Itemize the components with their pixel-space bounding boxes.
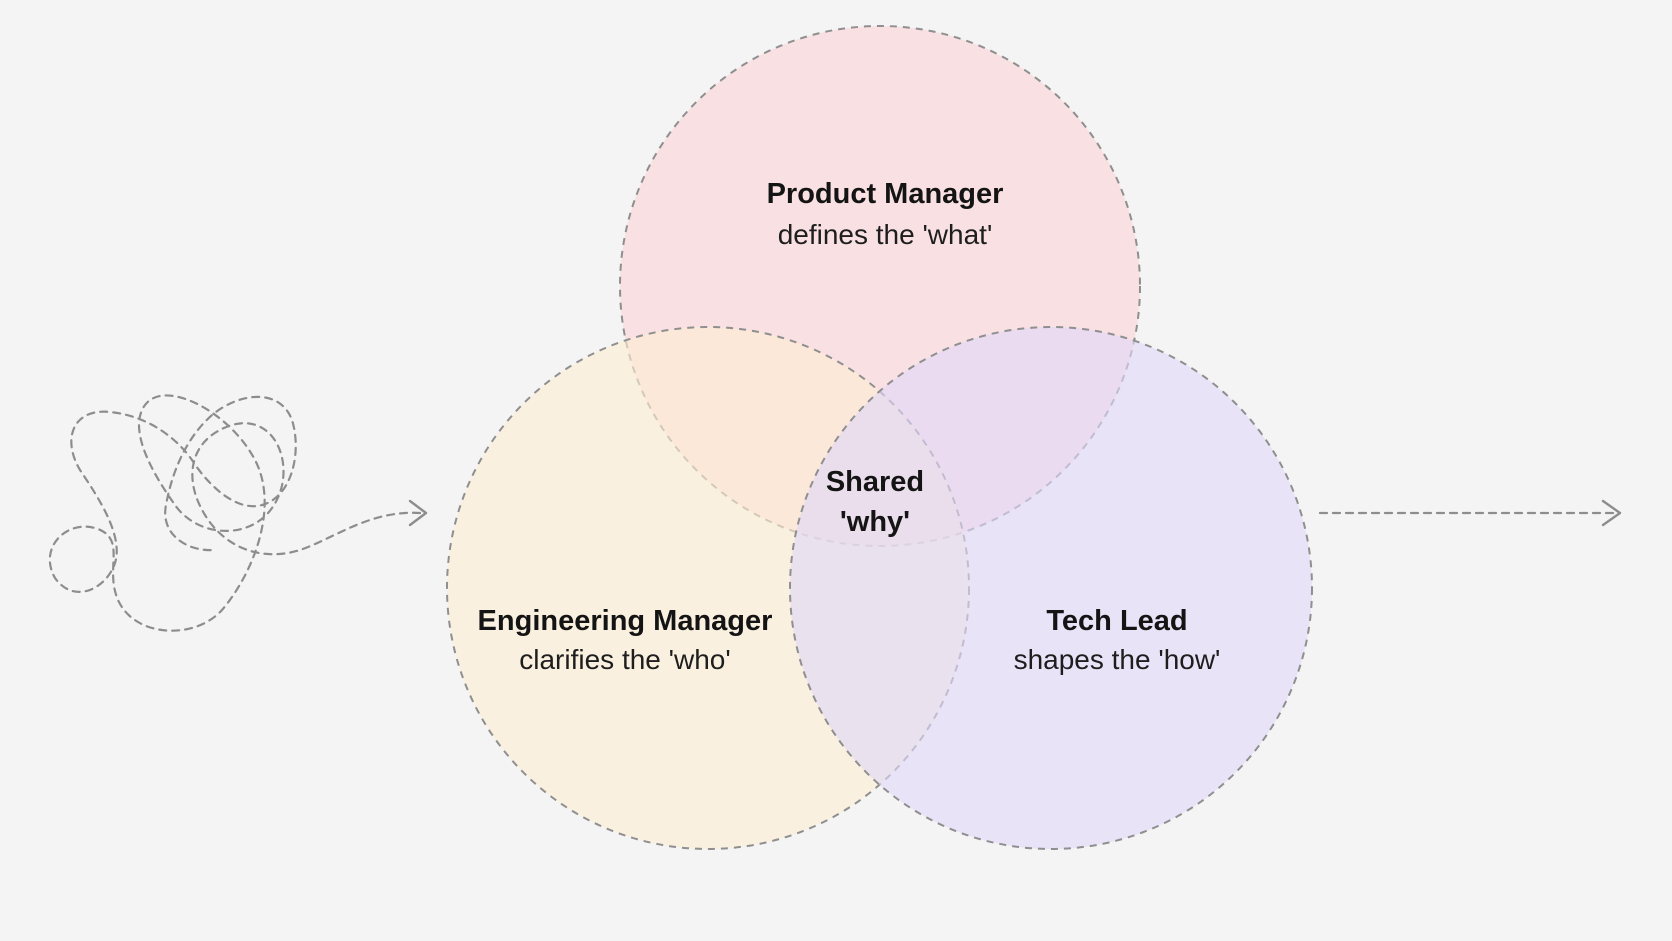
- product-manager-title: Product Manager: [767, 178, 1004, 210]
- product-manager-subtitle: defines the 'what': [778, 219, 993, 250]
- tech-lead-subtitle: shapes the 'how': [1014, 644, 1221, 675]
- engineering-manager-title: Engineering Manager: [478, 605, 773, 637]
- shared-label-line1: Shared: [826, 466, 924, 498]
- product-manager-label: Product Manager defines the 'what': [767, 178, 1004, 250]
- left-arrow-head: [408, 499, 428, 527]
- tech-lead-title: Tech Lead: [1046, 605, 1187, 637]
- shared-label-line2: 'why': [840, 506, 910, 538]
- engineering-manager-label: Engineering Manager clarifies the 'who': [478, 605, 773, 675]
- tangled-scribble-arrow-icon: [48, 394, 428, 632]
- scribble-path: [48, 394, 422, 632]
- shared-why-label: Shared 'why': [826, 466, 924, 538]
- tech-lead-circle: [789, 326, 1313, 850]
- straight-arrow-icon: [1318, 499, 1622, 527]
- tech-lead-label: Tech Lead shapes the 'how': [1014, 605, 1221, 675]
- right-arrow-head: [1601, 499, 1622, 527]
- engineering-manager-subtitle: clarifies the 'who': [519, 644, 730, 675]
